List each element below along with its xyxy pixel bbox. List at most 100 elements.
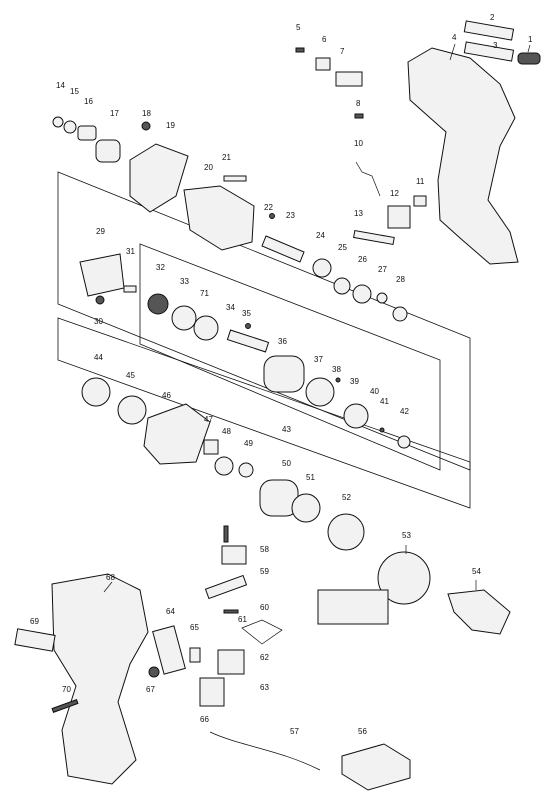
label-48: 48 bbox=[222, 427, 231, 436]
controller-part bbox=[317, 589, 389, 625]
label-41: 41 bbox=[380, 397, 389, 406]
housing-part-68 bbox=[51, 573, 149, 785]
label-5: 5 bbox=[296, 23, 301, 32]
label-33: 33 bbox=[180, 277, 189, 286]
label-60: 60 bbox=[260, 603, 269, 612]
part-65 bbox=[189, 647, 201, 663]
part-39 bbox=[343, 403, 369, 429]
label-20: 20 bbox=[204, 163, 213, 172]
label-plate-69 bbox=[14, 628, 56, 652]
part-31 bbox=[123, 285, 137, 293]
label-plate-3 bbox=[463, 41, 515, 62]
label-13: 13 bbox=[354, 209, 363, 218]
part-21 bbox=[223, 175, 247, 182]
part-7 bbox=[335, 71, 363, 87]
label-35: 35 bbox=[242, 309, 251, 318]
part-38 bbox=[335, 377, 341, 383]
label-30: 30 bbox=[94, 317, 103, 326]
label-22: 22 bbox=[264, 203, 273, 212]
label-plate-2 bbox=[463, 20, 515, 41]
part-48 bbox=[214, 456, 234, 476]
label-15: 15 bbox=[70, 87, 79, 96]
label-61: 61 bbox=[238, 615, 247, 624]
label-45: 45 bbox=[126, 371, 135, 380]
part-27 bbox=[376, 292, 388, 304]
part-67 bbox=[148, 666, 160, 678]
part-22 bbox=[269, 213, 275, 219]
part-47 bbox=[203, 439, 219, 455]
label-19: 19 bbox=[166, 121, 175, 130]
part-11 bbox=[413, 195, 427, 207]
assembly-frame-inner bbox=[139, 243, 441, 471]
label-56: 56 bbox=[358, 727, 367, 736]
part-57 bbox=[209, 731, 321, 771]
part-42 bbox=[397, 435, 411, 449]
label-8: 8 bbox=[356, 99, 361, 108]
label-32: 32 bbox=[156, 263, 165, 272]
leader-line-1 bbox=[527, 44, 531, 53]
label-3: 3 bbox=[493, 41, 498, 50]
part-56 bbox=[341, 743, 411, 791]
part-29 bbox=[79, 253, 125, 297]
part-8 bbox=[354, 113, 364, 119]
part-33 bbox=[171, 305, 197, 331]
part-23 bbox=[261, 235, 305, 263]
part-64 bbox=[152, 625, 186, 675]
label-21: 21 bbox=[222, 153, 231, 162]
label-67: 67 bbox=[146, 685, 155, 694]
part-52 bbox=[327, 513, 365, 551]
part-58 bbox=[223, 525, 229, 543]
motor-part-53 bbox=[377, 551, 431, 605]
part-19 bbox=[129, 143, 189, 213]
label-70: 70 bbox=[62, 685, 71, 694]
part-13 bbox=[353, 229, 395, 245]
part-46 bbox=[143, 403, 211, 465]
label-53: 53 bbox=[402, 531, 411, 540]
label-34: 34 bbox=[226, 303, 235, 312]
housing-part bbox=[407, 47, 519, 265]
part-41 bbox=[379, 427, 385, 433]
label-68: 68 bbox=[106, 573, 115, 582]
label-39: 39 bbox=[350, 377, 359, 386]
part-60 bbox=[204, 574, 248, 600]
label-2: 2 bbox=[490, 13, 495, 22]
part-14 bbox=[52, 116, 64, 128]
label-6: 6 bbox=[322, 35, 327, 44]
part-28 bbox=[392, 306, 408, 322]
label-63: 63 bbox=[260, 683, 269, 692]
label-65: 65 bbox=[190, 623, 199, 632]
part-17 bbox=[95, 139, 121, 163]
label-42: 42 bbox=[400, 407, 409, 416]
label-66: 66 bbox=[200, 715, 209, 724]
label-54: 54 bbox=[472, 567, 481, 576]
label-14: 14 bbox=[56, 81, 65, 90]
label-27: 27 bbox=[378, 265, 387, 274]
part-37 bbox=[305, 377, 335, 407]
chuck-part-54 bbox=[447, 589, 511, 635]
part-61 bbox=[223, 609, 239, 614]
screw-70 bbox=[51, 699, 79, 713]
label-49: 49 bbox=[244, 439, 253, 448]
label-62: 62 bbox=[260, 653, 269, 662]
label-29: 29 bbox=[96, 227, 105, 236]
label-17: 17 bbox=[110, 109, 119, 118]
part-35 bbox=[245, 323, 251, 329]
label-71: 71 bbox=[200, 289, 209, 298]
part-49 bbox=[238, 462, 254, 478]
label-50: 50 bbox=[282, 459, 291, 468]
part-45 bbox=[117, 395, 147, 425]
label-28: 28 bbox=[396, 275, 405, 284]
leader-line-4 bbox=[449, 43, 456, 61]
part-6 bbox=[315, 57, 331, 71]
label-37: 37 bbox=[314, 355, 323, 364]
label-24: 24 bbox=[316, 231, 325, 240]
label-58: 58 bbox=[260, 545, 269, 554]
part-5 bbox=[295, 47, 305, 53]
label-1: 1 bbox=[528, 35, 533, 44]
label-plate-1 bbox=[517, 52, 541, 65]
part-63 bbox=[217, 649, 245, 675]
label-36: 36 bbox=[278, 337, 287, 346]
label-23: 23 bbox=[286, 211, 295, 220]
part-25 bbox=[333, 277, 351, 295]
